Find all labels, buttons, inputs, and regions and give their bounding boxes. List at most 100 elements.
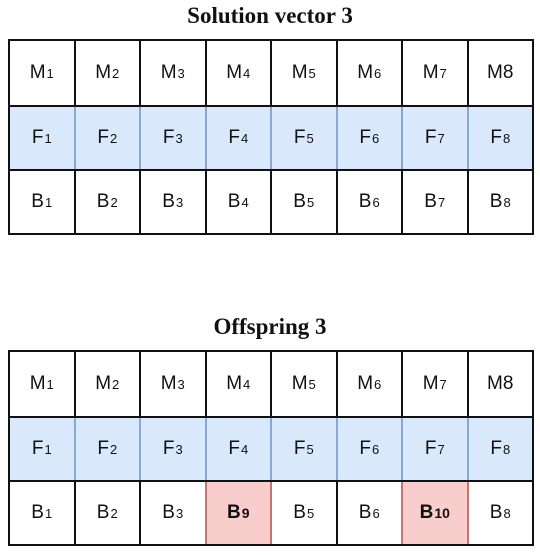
cell-label: B <box>96 191 110 212</box>
solution-vector-title: Solution vector 3 <box>187 3 353 28</box>
cell-label: F <box>162 438 175 459</box>
cell-subscript: 6 <box>371 130 380 146</box>
cell-label: B <box>96 502 110 523</box>
cell-label: B <box>31 191 44 212</box>
cell-label: B <box>162 191 175 212</box>
cell-subscript: 6 <box>374 65 382 81</box>
cell-subscript: 1 <box>46 65 54 81</box>
cell-subscript: 7 <box>437 130 445 146</box>
offspring-title: Offspring 3 <box>213 314 327 339</box>
cell-label: B <box>31 502 44 523</box>
cell-label: F <box>162 127 175 148</box>
cell-label: F <box>228 438 240 459</box>
cell-label: B <box>419 502 434 523</box>
cell-label: F <box>228 127 240 148</box>
cell-label: F <box>490 438 502 459</box>
cell-subscript: 5 <box>306 194 315 210</box>
cell-label: B <box>227 191 241 212</box>
cell-label: B <box>489 502 503 523</box>
cell-subscript: 2 <box>112 376 120 392</box>
cell-subscript: 7 <box>437 441 445 457</box>
cell-label: B <box>358 502 372 523</box>
cell-subscript: 5 <box>308 376 316 392</box>
cell-subscript: 8 <box>502 441 511 457</box>
cell-label: M <box>160 373 177 394</box>
cell-subscript: 4 <box>243 65 251 81</box>
cell-label: F <box>31 438 44 459</box>
cell-subscript: 2 <box>109 130 118 146</box>
cell-subscript: 8 <box>503 505 511 521</box>
cell-subscript: 5 <box>306 130 314 146</box>
cell-label: M <box>160 62 177 83</box>
cell-subscript: 2 <box>112 65 120 81</box>
cell-subscript: 6 <box>372 505 380 521</box>
cell-label: M <box>291 373 308 394</box>
cell-subscript: 4 <box>240 130 249 146</box>
cell-subscript: 9 <box>241 505 250 521</box>
cell-subscript: 6 <box>371 441 380 457</box>
cell-label: M <box>291 62 308 83</box>
cell-label: F <box>97 438 109 459</box>
gene-cell: M8 <box>466 41 533 105</box>
cell-subscript: 2 <box>110 194 118 210</box>
cell-label: F <box>359 127 371 148</box>
cell-label: M <box>422 373 439 394</box>
cell-label: F <box>490 127 502 148</box>
cell-label: B <box>293 502 306 523</box>
cell-label: B <box>489 191 503 212</box>
cell-subscript: 5 <box>308 65 316 81</box>
cell-subscript: 1 <box>44 130 52 146</box>
cell-label: M <box>95 373 112 394</box>
cell-label: M <box>422 62 439 83</box>
cell-subscript: 7 <box>439 376 447 392</box>
cell-subscript: 7 <box>439 65 447 81</box>
cell-label: F <box>359 438 371 459</box>
cell-subscript: 3 <box>175 441 183 457</box>
cell-label: M <box>357 373 374 394</box>
cell-label: F <box>424 127 437 148</box>
cell-label: F <box>31 127 44 148</box>
cell-subscript: 3 <box>175 194 184 210</box>
cell-label: F <box>293 127 306 148</box>
cell-label: M <box>226 373 243 394</box>
cell-subscript: 1 <box>44 441 52 457</box>
cell-subscript: 1 <box>44 194 53 210</box>
cell-label: B <box>226 502 241 523</box>
cell-subscript: 4 <box>243 376 251 392</box>
cell-subscript: 10 <box>434 505 450 521</box>
cell-subscript: 3 <box>175 505 184 521</box>
cell-label: F <box>293 438 306 459</box>
cell-subscript: 8 <box>503 194 511 210</box>
